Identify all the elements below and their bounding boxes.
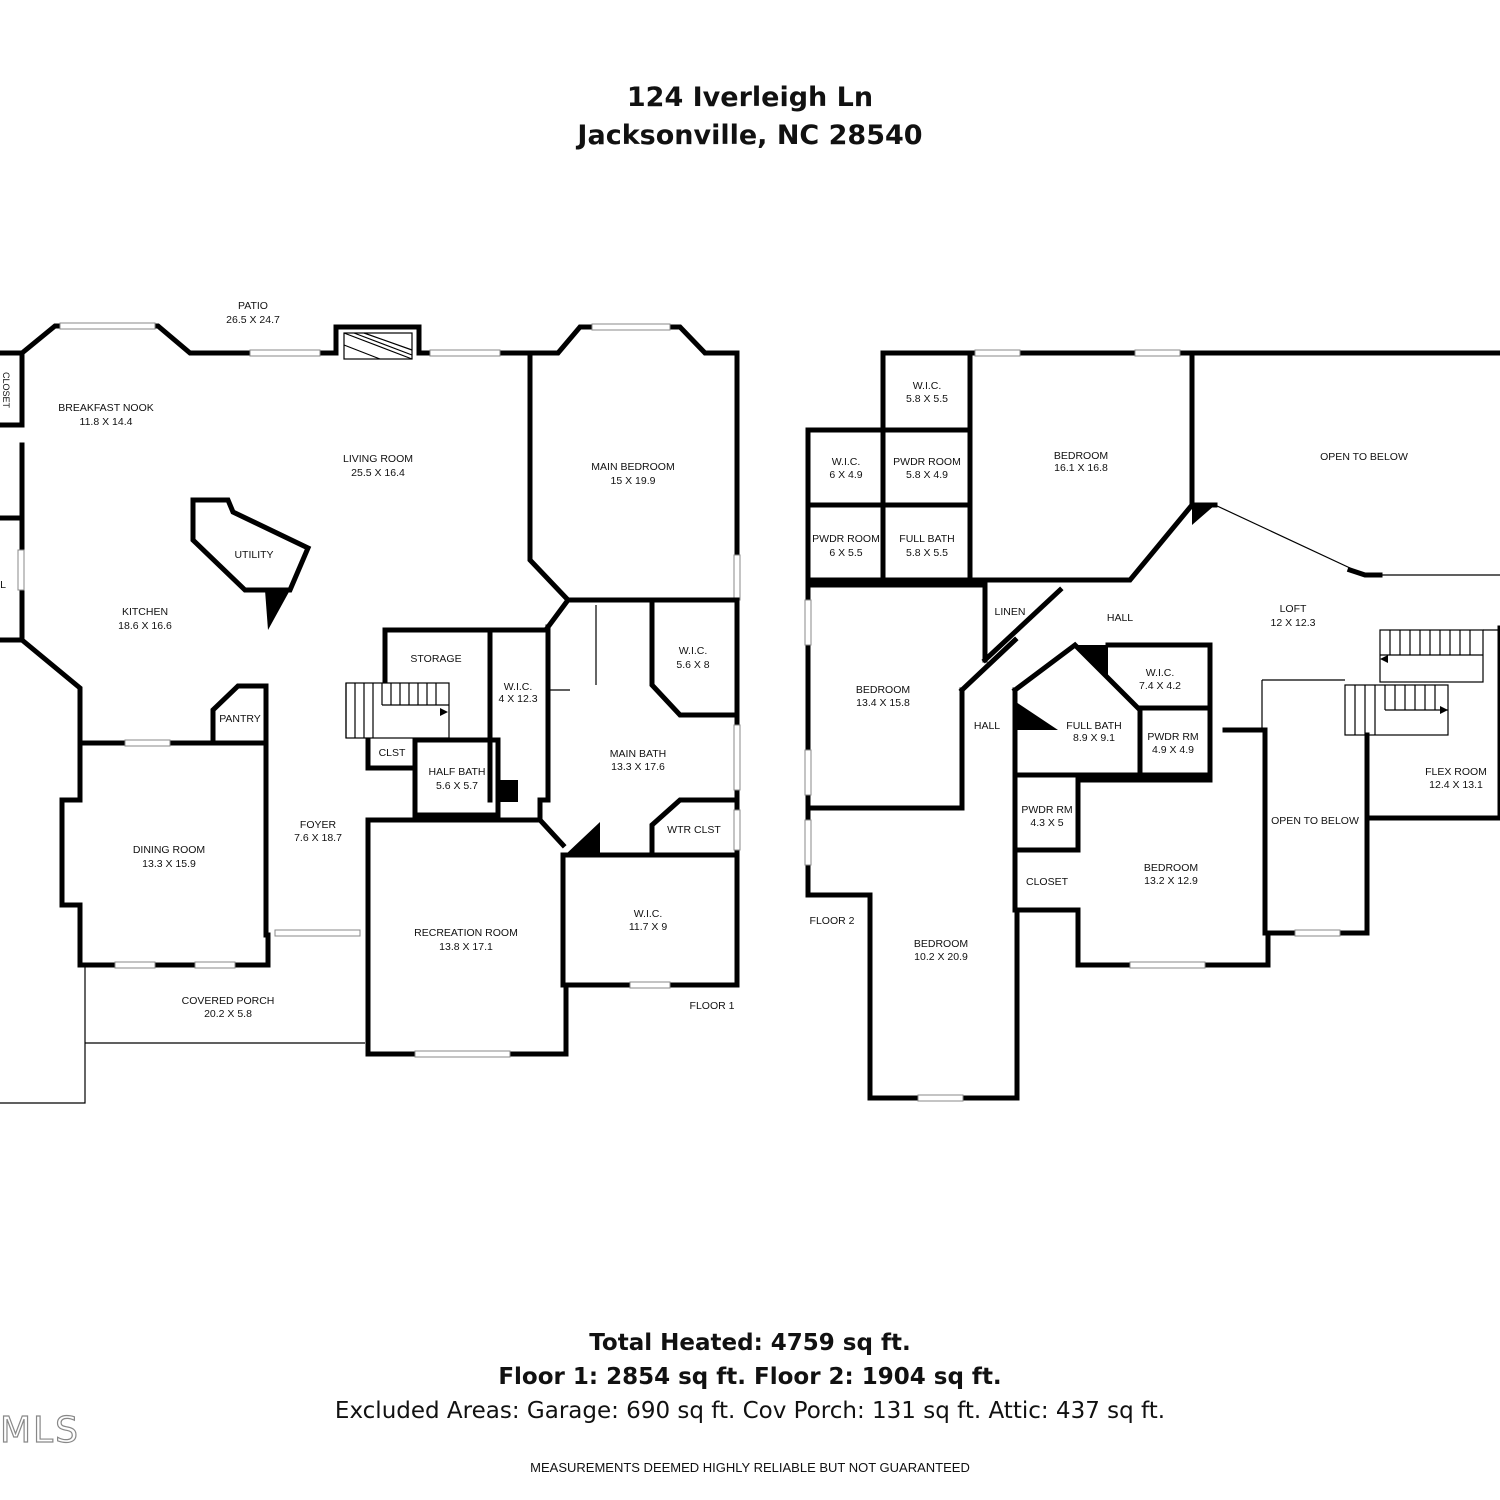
- window: [733, 554, 741, 601]
- open-to-below-label: OPEN TO BELOW: [1271, 815, 1359, 827]
- floor-1-label: FLOOR 1: [690, 1000, 735, 1012]
- closet-label: CLOSET: [1, 372, 11, 409]
- closet-label: CLOSET: [1026, 876, 1069, 888]
- window: [733, 724, 741, 791]
- wtr-clst-label: WTR CLST: [667, 824, 721, 836]
- recreation-room-label: RECREATION ROOM: [414, 927, 518, 939]
- patio-label: PATIO: [238, 300, 268, 312]
- utility-label: UTILITY: [234, 549, 273, 561]
- address-line-1: 124 Iverleigh Ln: [626, 82, 874, 113]
- storage-label: STORAGE: [410, 653, 461, 665]
- half-bath-label: HALF BATH: [429, 766, 486, 778]
- total-heated: Total Heated: 4759 sq ft.: [589, 1330, 911, 1356]
- address-line-2: Jacksonville, NC 28540: [577, 120, 923, 151]
- bedroom-dims: 13.2 X 12.9: [1144, 875, 1198, 887]
- floor-1-plan: [0, 322, 741, 1104]
- wic-label: W.I.C.: [634, 908, 663, 920]
- bedroom-label: BEDROOM: [1054, 450, 1108, 462]
- wic-dims: 7.4 X 4.2: [1139, 680, 1181, 692]
- wic-dims: 5.8 X 5.5: [906, 393, 948, 405]
- disclaimer: MEASUREMENTS DEEMED HIGHLY RELIABLE BUT …: [530, 1460, 970, 1475]
- excluded-areas: Excluded Areas: Garage: 690 sq ft. Cov P…: [334, 1398, 1166, 1424]
- window: [733, 809, 741, 851]
- clst-label: CLST: [379, 747, 406, 759]
- edge-label: L: [0, 579, 6, 591]
- pwdr-rm-label: PWDR RM: [1147, 731, 1198, 743]
- window: [429, 349, 501, 357]
- bedroom-dims: 13.4 X 15.8: [856, 697, 910, 709]
- front-door: [274, 929, 361, 937]
- pwdr-rm-dims: 4.3 X 5: [1030, 817, 1063, 829]
- window: [249, 349, 321, 357]
- wic-dims: 5.6 X 8: [676, 659, 709, 671]
- covered-porch-dims: 20.2 X 5.8: [204, 1008, 252, 1020]
- wic-label: W.I.C.: [913, 380, 942, 392]
- bedroom-label: BEDROOM: [914, 938, 968, 950]
- loft-label: LOFT: [1280, 603, 1307, 615]
- foyer-label: FOYER: [300, 819, 337, 831]
- main-bedroom-label: MAIN BEDROOM: [591, 461, 674, 473]
- wic-label: W.I.C.: [679, 645, 708, 657]
- window: [114, 961, 156, 969]
- pwdr-room-label: PWDR ROOM: [893, 456, 961, 468]
- kitchen-label: KITCHEN: [122, 606, 168, 618]
- flex-room-dims: 12.4 X 13.1: [1429, 779, 1483, 791]
- flex-room-label: FLEX ROOM: [1425, 766, 1487, 778]
- loft-dims: 12 X 12.3: [1271, 617, 1316, 629]
- pwdr-rm-label: PWDR RM: [1021, 804, 1072, 816]
- window: [59, 322, 156, 330]
- window: [194, 961, 236, 969]
- pantry-label: PANTRY: [219, 713, 261, 725]
- bedroom-dims: 16.1 X 16.8: [1054, 462, 1108, 474]
- pwdr-room-dims: 5.8 X 4.9: [906, 469, 948, 481]
- recreation-room-dims: 13.8 X 17.1: [439, 941, 493, 953]
- half-bath-dims: 5.6 X 5.7: [436, 780, 478, 792]
- dining-room-label: DINING ROOM: [133, 844, 205, 856]
- covered-porch-label: COVERED PORCH: [182, 995, 275, 1007]
- breakfast-nook-label: BREAKFAST NOOK: [58, 402, 154, 414]
- patio-dims: 26.5 X 24.7: [226, 314, 280, 326]
- mls-watermark-logo: MLS: [0, 1409, 80, 1451]
- kitchen-dims: 18.6 X 16.6: [118, 620, 172, 632]
- floor-2-labels: W.I.C. 5.8 X 5.5 W.I.C. 6 X 4.9 PWDR ROO…: [810, 380, 1487, 963]
- full-bath-dims: 5.8 X 5.5: [906, 547, 948, 559]
- bedroom-dims: 10.2 X 20.9: [914, 951, 968, 963]
- floor-1-labels: PATIO 26.5 X 24.7 CLOSET BREAKFAST NOOK …: [0, 300, 735, 1020]
- main-bedroom-dims: 15 X 19.9: [611, 475, 656, 487]
- full-bath-dims: 8.9 X 9.1: [1073, 732, 1115, 744]
- breakfast-nook-dims: 11.8 X 14.4: [80, 416, 133, 428]
- pwdr-room-dims: 6 X 5.5: [829, 547, 862, 559]
- wic-dims: 4 X 12.3: [498, 693, 537, 705]
- main-bath-dims: 13.3 X 17.6: [611, 761, 665, 773]
- living-room-label: LIVING ROOM: [343, 453, 413, 465]
- pwdr-room-label: PWDR ROOM: [812, 533, 880, 545]
- window: [414, 1050, 511, 1058]
- foyer-dims: 7.6 X 18.7: [294, 832, 342, 844]
- dining-room-dims: 13.3 X 15.9: [142, 858, 196, 870]
- living-room-dims: 25.5 X 16.4: [351, 467, 405, 479]
- hall-label: HALL: [974, 720, 1000, 732]
- linen-label: LINEN: [995, 606, 1026, 618]
- floor-2-label: FLOOR 2: [810, 915, 855, 927]
- bedroom-label: BEDROOM: [1144, 862, 1198, 874]
- floor-areas: Floor 1: 2854 sq ft. Floor 2: 1904 sq ft…: [498, 1364, 1002, 1390]
- main-bath-label: MAIN BATH: [610, 748, 666, 760]
- full-bath-label: FULL BATH: [899, 533, 954, 545]
- full-bath-label: FULL BATH: [1066, 720, 1121, 732]
- wic-label: W.I.C.: [504, 681, 533, 693]
- window: [591, 323, 671, 331]
- wic-dims: 11.7 X 9: [629, 921, 667, 933]
- wic-dims: 6 X 4.9: [829, 469, 862, 481]
- pwdr-rm-dims: 4.9 X 4.9: [1152, 744, 1194, 756]
- wic-label: W.I.C.: [832, 456, 861, 468]
- hall-label: HALL: [1107, 612, 1133, 624]
- bedroom-label: BEDROOM: [856, 684, 910, 696]
- floor-2-plan: [804, 349, 1500, 1102]
- open-to-below-label: OPEN TO BELOW: [1320, 451, 1408, 463]
- wic-label: W.I.C.: [1146, 667, 1175, 679]
- window: [629, 981, 671, 989]
